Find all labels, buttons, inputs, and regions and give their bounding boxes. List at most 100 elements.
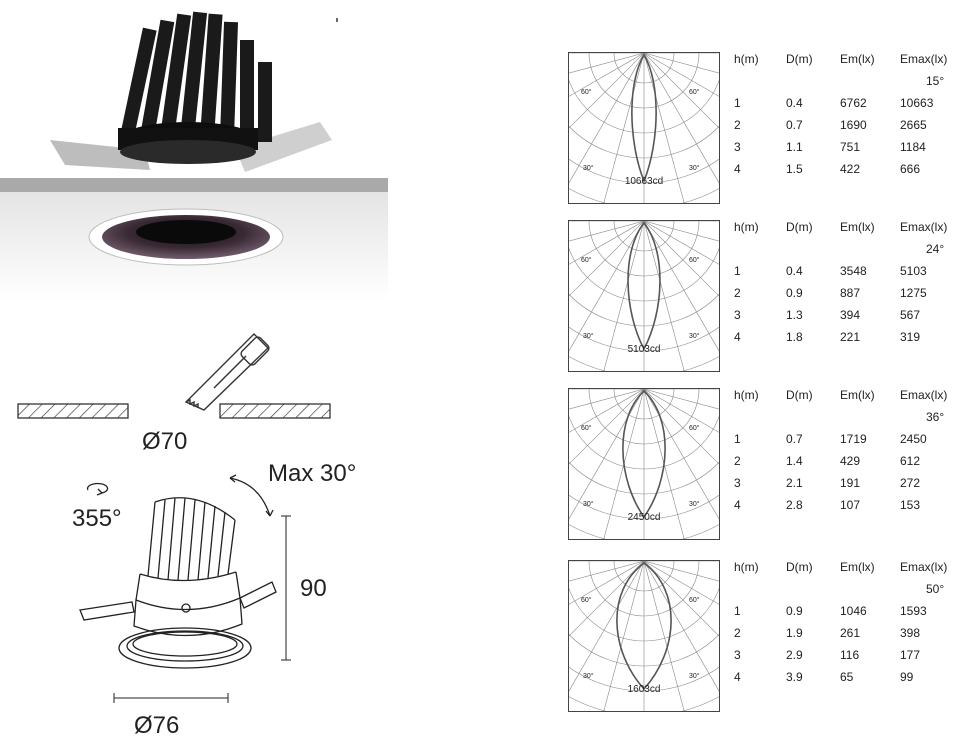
peak-intensity-label: 10663cd [624, 176, 664, 187]
table-cell: 0.9 [786, 604, 803, 618]
table-cell: 1.5 [786, 162, 803, 176]
table-cell: D(m) [786, 52, 813, 66]
table-cell: 2450 [900, 432, 927, 446]
angle-label: 60° [689, 425, 700, 432]
table-cell: Emax(lx) [900, 52, 948, 66]
table-cell: 666 [900, 162, 921, 176]
ceiling-left-section [17, 403, 129, 419]
table-cell: 153 [900, 498, 921, 512]
table-cell: 751 [840, 140, 861, 154]
table-cell: 0.4 [786, 264, 803, 278]
saw-icon [184, 333, 270, 411]
stray-mark [336, 18, 338, 22]
table-cell: 107 [840, 498, 861, 512]
table-cell: 1.1 [786, 140, 803, 154]
beam-lobe [627, 221, 661, 351]
beam-angle: 36° [926, 410, 945, 424]
table-header: h(m)D(m)Em(lx)Emax(lx) [730, 220, 960, 242]
table-cell: 0.9 [786, 286, 803, 300]
table-cell: Em(lx) [840, 52, 875, 66]
table-cell: Emax(lx) [900, 560, 948, 574]
table-cell: Emax(lx) [900, 388, 948, 402]
table-cell: 3548 [840, 264, 867, 278]
table-cell: h(m) [734, 220, 759, 234]
table-cell: 0.7 [786, 118, 803, 132]
table-cell: 1.9 [786, 626, 803, 640]
table-cell: 261 [840, 626, 861, 640]
table-cell: 191 [840, 476, 861, 490]
table-cell: 0.4 [786, 96, 803, 110]
polar-diagram: 60°60°30°30°10663cd [568, 52, 720, 204]
diameter-label: Ø76 [134, 712, 180, 739]
table-cell: 1719 [840, 432, 867, 446]
table-row: 1 0.4 3548 5103 [730, 264, 960, 286]
table-header: h(m)D(m)Em(lx)Emax(lx) [730, 560, 960, 582]
table-cell: 4 [734, 162, 741, 176]
polar-diagram: 60°60°30°30°5103cd [568, 220, 720, 372]
table-cell: 1.4 [786, 454, 803, 468]
product-photo [0, 11, 388, 300]
table-cell: D(m) [786, 388, 813, 402]
angle-label: 60° [581, 425, 592, 432]
table-cell: 116 [840, 648, 860, 662]
table-cell: 3 [734, 140, 741, 154]
table-cell: Em(lx) [840, 388, 875, 402]
table-cell: 4 [734, 498, 741, 512]
table-cell: 2665 [900, 118, 927, 132]
table-cell: 2 [734, 626, 741, 640]
table-cell: 567 [900, 308, 921, 322]
table-header: h(m)D(m)Em(lx)Emax(lx) [730, 52, 960, 74]
angle-label: 30° [583, 501, 594, 508]
table-cell: 1 [734, 264, 741, 278]
table-cell: 2 [734, 454, 741, 468]
table-cell: 5103 [900, 264, 927, 278]
table-cell: 422 [840, 162, 861, 176]
table-cell: 99 [900, 670, 914, 684]
table-cell: 3 [734, 308, 741, 322]
beam-lobe [631, 53, 657, 184]
beam-lobe [622, 389, 666, 519]
angle-label: 60° [689, 597, 700, 604]
table-cell: 0.7 [786, 432, 803, 446]
table-cell: 1593 [900, 604, 927, 618]
table-cell: 1.8 [786, 330, 803, 344]
rotation-arrow-icon [86, 482, 109, 494]
beam-lobe [616, 562, 672, 691]
table-cell: Em(lx) [840, 560, 875, 574]
height-label: 90 [300, 575, 327, 602]
beam-angle-row: 15° [730, 74, 960, 96]
peak-intensity-label: 2450cd [627, 512, 661, 523]
table-cell: 1 [734, 604, 741, 618]
table-cell: 221 [840, 330, 861, 344]
angle-label: 30° [583, 673, 594, 680]
table-row: 2 1.4 429 612 [730, 454, 960, 476]
beam-angle-row: 36° [730, 410, 960, 432]
table-cell: 2.1 [786, 476, 803, 490]
table-cell: D(m) [786, 220, 813, 234]
table-cell: 3 [734, 476, 741, 490]
tilt-arrow-icon [229, 477, 271, 517]
peak-intensity-label: 5103cd [627, 344, 661, 355]
angle-label: 30° [689, 333, 700, 340]
table-cell: D(m) [786, 560, 813, 574]
table-cell: 177 [900, 648, 921, 662]
polar-diagram: 60°60°30°30°1603cd [568, 560, 720, 712]
table-row: 4 1.5 422 666 [730, 162, 960, 184]
rotation-label: 355° [72, 505, 122, 532]
table-cell: 612 [900, 454, 921, 468]
table-cell: 65 [840, 670, 854, 684]
angle-label: 30° [689, 501, 700, 508]
polar-diagram: 60° 60° 30° 30° 2450cd [568, 388, 720, 540]
table-cell: Emax(lx) [900, 220, 948, 234]
table-cell: 429 [840, 454, 861, 468]
angle-label: 30° [689, 673, 700, 680]
table-cell: 272 [900, 476, 921, 490]
